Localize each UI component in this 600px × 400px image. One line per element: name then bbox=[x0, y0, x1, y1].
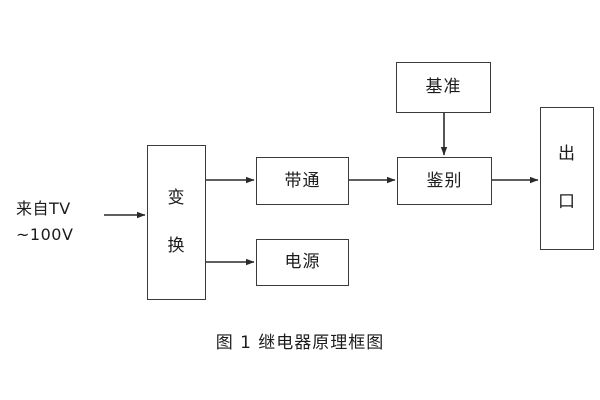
block-output-label: 出 口 bbox=[558, 143, 576, 212]
block-reference-label: 基准 bbox=[425, 77, 462, 97]
block-convert-label: 变 换 bbox=[167, 187, 186, 256]
block-discriminator-label: 鉴别 bbox=[426, 170, 463, 191]
block-discriminator[interactable]: 鉴别 bbox=[397, 157, 492, 205]
input-source-line-2: ~100V bbox=[16, 225, 74, 244]
block-bandpass[interactable]: 带通 bbox=[256, 157, 349, 205]
block-bandpass-label: 带通 bbox=[284, 170, 321, 191]
input-source-line-1: 来自TV bbox=[16, 199, 71, 218]
block-power-supply-label: 电源 bbox=[284, 252, 321, 272]
input-source-label: 来自TV ~100V bbox=[16, 196, 116, 248]
block-reference[interactable]: 基准 bbox=[396, 62, 491, 113]
figure-caption: 图 1 继电器原理框图 bbox=[215, 333, 385, 353]
block-convert[interactable]: 变 换 bbox=[147, 145, 206, 300]
block-power-supply[interactable]: 电源 bbox=[256, 239, 349, 286]
block-output[interactable]: 出 口 bbox=[540, 107, 594, 250]
